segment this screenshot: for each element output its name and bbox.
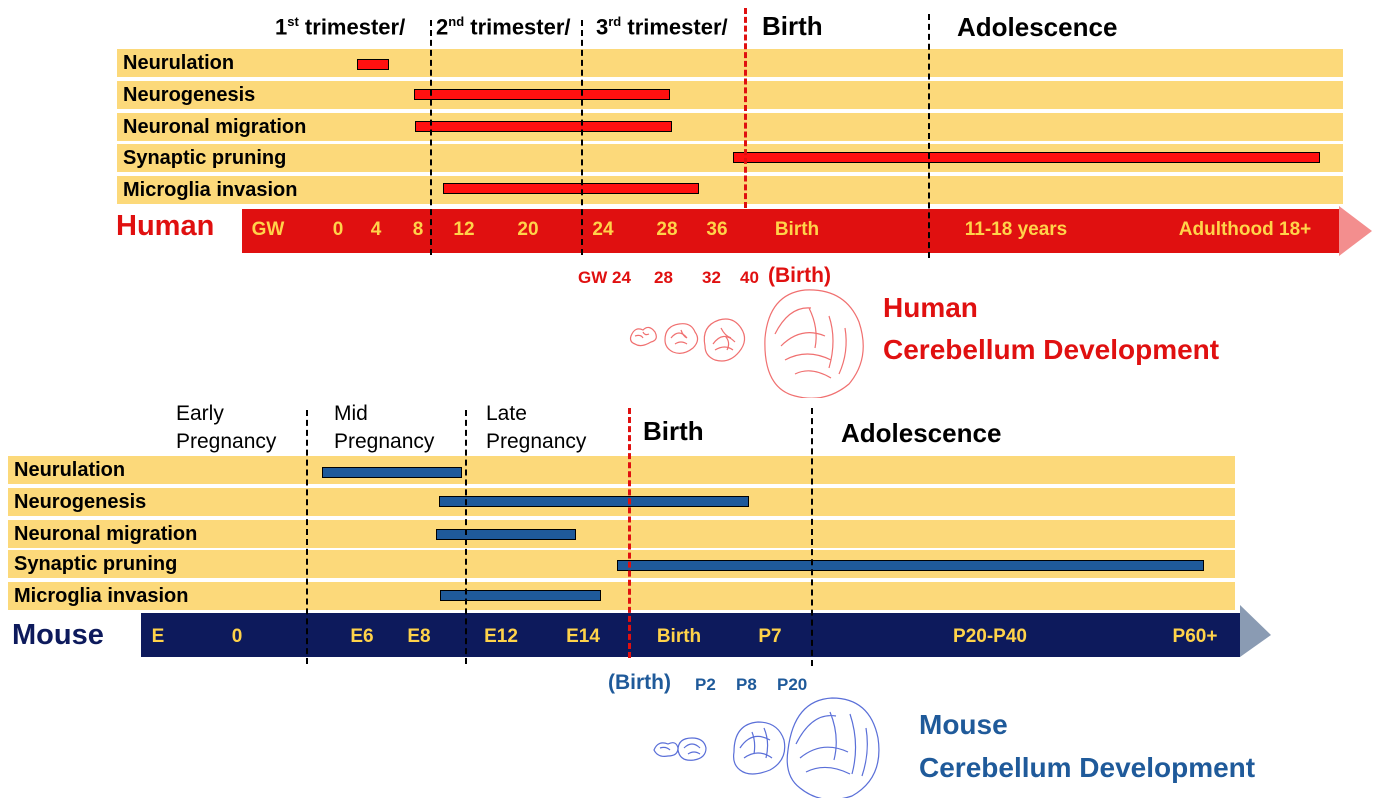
mouse-divider-birth	[628, 408, 631, 658]
mouse-divider-adolescence	[811, 408, 813, 666]
mouse-cerebellum-title-line1: Mouse	[919, 709, 1008, 741]
human-bar-neuronal-migration	[415, 121, 672, 132]
mouse-phase-mid: Mid Pregnancy	[334, 400, 434, 456]
human-stage-28: 28	[654, 268, 673, 288]
mouse-bar-neurulation	[322, 467, 462, 478]
human-lane-microglia-invasion: Microglia invasion	[117, 176, 1343, 204]
human-lane-neurulation: Neurulation	[117, 49, 1343, 77]
human-cerebellum-drawings	[625, 288, 875, 398]
human-cerebellum-title-line2: Cerebellum Development	[883, 334, 1219, 366]
human-tick-birth: Birth	[775, 219, 819, 241]
human-stage-birth: (Birth)	[768, 264, 831, 288]
human-divider-birth	[744, 8, 747, 208]
human-stage-32: 32	[702, 268, 721, 288]
human-tick-28: 28	[656, 219, 677, 241]
human-species-label: Human	[116, 210, 214, 243]
process-label: Neuronal migration	[123, 113, 306, 141]
mouse-divider-early-mid	[306, 410, 308, 664]
human-phase-3rd-trimester: 3rd trimester/	[596, 14, 728, 40]
human-phase-1st-trimester: 1st trimester/	[275, 14, 405, 40]
mouse-tick-p20-p40: P20-P40	[953, 626, 1027, 648]
mouse-tick-0: 0	[232, 626, 243, 648]
human-tick-20: 20	[517, 219, 538, 241]
human-adolescence-header: Adolescence	[957, 12, 1117, 43]
mouse-tick-p7: P7	[758, 626, 781, 648]
human-stage-gw24: GW 24	[578, 268, 631, 288]
mouse-bar-neuronal-migration	[436, 529, 576, 540]
human-bar-synaptic-pruning	[733, 152, 1320, 163]
human-birth-header: Birth	[762, 11, 823, 42]
human-bar-microglia-invasion	[443, 183, 699, 194]
human-cerebellum-title-line1: Human	[883, 292, 978, 324]
human-cerebellum-28	[665, 324, 698, 354]
process-label: Neurogenesis	[14, 488, 146, 516]
mouse-divider-mid-late	[465, 410, 467, 664]
mouse-lane-neuronal-migration: Neuronal migration	[8, 520, 1235, 548]
mouse-tick-e: E	[152, 626, 165, 648]
process-label: Neurogenesis	[123, 81, 255, 109]
human-cerebellum-gw24	[631, 327, 657, 345]
human-tick-gw: GW	[252, 219, 285, 241]
human-cerebellum-32	[704, 319, 744, 361]
human-tick-0: 0	[333, 219, 344, 241]
mouse-cerebellum-p8	[734, 722, 785, 774]
human-tick-36: 36	[706, 219, 727, 241]
mouse-cerebellum-title-line2: Cerebellum Development	[919, 752, 1255, 784]
mouse-tick-p60: P60+	[1173, 626, 1218, 648]
mouse-bar-synaptic-pruning	[617, 560, 1204, 571]
mouse-adolescence-header: Adolescence	[841, 418, 1001, 449]
mouse-tick-e8: E8	[407, 626, 430, 648]
human-lane-neurogenesis: Neurogenesis	[117, 81, 1343, 109]
process-label: Synaptic pruning	[14, 550, 177, 578]
process-label: Synaptic pruning	[123, 144, 286, 172]
mouse-species-label: Mouse	[12, 619, 104, 652]
human-cerebellum-40	[765, 290, 863, 398]
mouse-tick-e12: E12	[484, 626, 518, 648]
human-divider-trimester-2	[581, 20, 583, 255]
mouse-lane-neurulation: Neurulation	[8, 456, 1235, 484]
human-divider-trimester-1	[430, 20, 432, 255]
human-bar-neurulation	[357, 59, 389, 70]
human-tick-4: 4	[371, 219, 382, 241]
mouse-phase-early: Early Pregnancy	[176, 400, 276, 456]
mouse-cerebellum-p2	[678, 738, 706, 760]
mouse-tick-birth: Birth	[657, 626, 701, 648]
process-label: Neurulation	[14, 456, 125, 484]
mouse-birth-header: Birth	[643, 416, 704, 447]
mouse-tick-e6: E6	[350, 626, 373, 648]
process-label: Neuronal migration	[14, 520, 197, 548]
human-tick-adulthood: Adulthood 18+	[1179, 219, 1311, 241]
process-label: Microglia invasion	[123, 176, 297, 204]
process-label: Neurulation	[123, 49, 234, 77]
human-tick-12: 12	[453, 219, 474, 241]
human-phase-2nd-trimester: 2nd trimester/	[436, 14, 571, 40]
mouse-tick-e14: E14	[566, 626, 600, 648]
mouse-cerebellum-drawings	[648, 692, 898, 798]
human-tick-8: 8	[413, 219, 424, 241]
human-bar-neurogenesis	[414, 89, 670, 100]
human-stage-40: 40	[740, 268, 759, 288]
mouse-phase-late: Late Pregnancy	[486, 400, 586, 456]
human-lane-neuronal-migration: Neuronal migration	[117, 113, 1343, 141]
mouse-bar-neurogenesis	[439, 496, 749, 507]
mouse-cerebellum-p0	[654, 743, 678, 757]
human-divider-adolescence	[928, 14, 930, 258]
human-tick-24: 24	[592, 219, 613, 241]
human-tick-11-18-years: 11-18 years	[965, 219, 1068, 241]
mouse-timeline-arrow	[141, 603, 1275, 659]
